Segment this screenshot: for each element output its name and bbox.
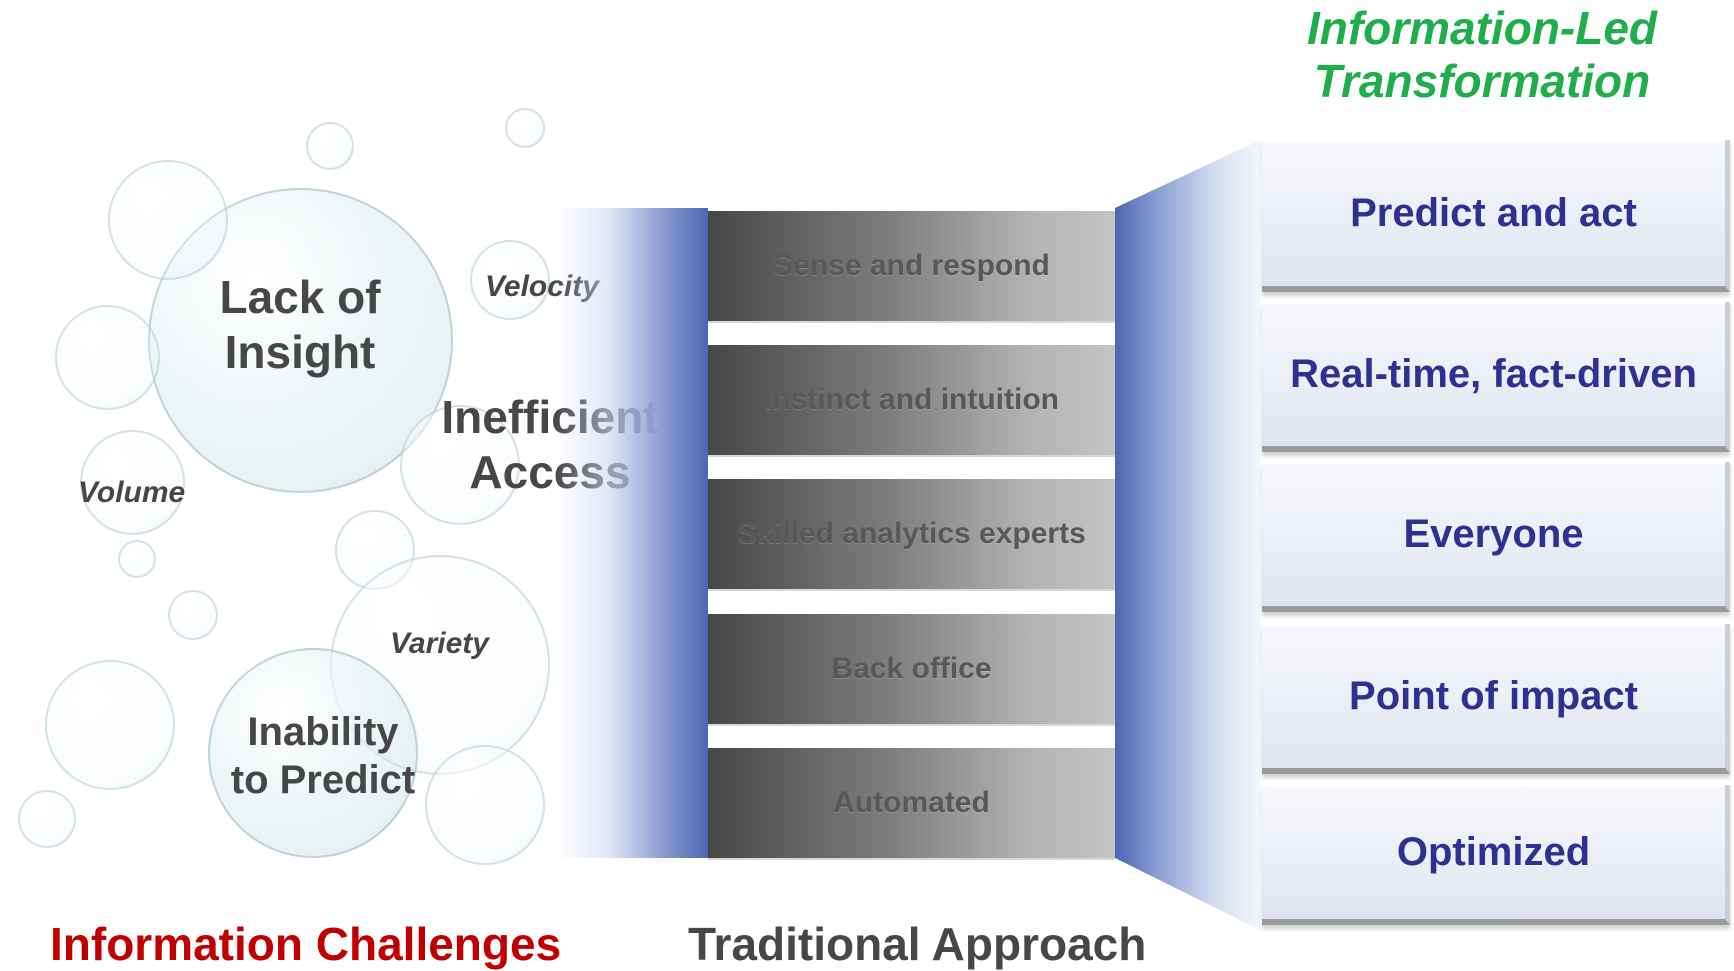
transformation-item: Predict and act	[1262, 140, 1730, 292]
bubble-small	[470, 240, 550, 320]
bubble-inability	[208, 648, 418, 858]
transformation-title-line2: Transformation	[1313, 54, 1651, 107]
lack-of-insight-line1: Lack of	[219, 271, 381, 323]
volume-label: Volume	[78, 476, 186, 509]
traditional-approach-title: Traditional Approach	[688, 918, 1147, 970]
transformation-item-label: Optimized	[1396, 829, 1591, 874]
bubble-volume	[80, 430, 185, 535]
traditional-item-label: Sense and respond	[773, 249, 1050, 282]
transformation-title-line1: Information-Led	[1306, 2, 1658, 54]
traditional-item-label: Back office	[831, 652, 992, 685]
transformation-item: Everyone	[1262, 462, 1730, 612]
transformation-item-label: Everyone	[1403, 511, 1584, 556]
traditional-item: Back office	[708, 614, 1115, 724]
traditional-item: Instinct and intuition	[708, 345, 1115, 455]
transformation-item-label: Point of impact	[1349, 673, 1638, 718]
funnel-left-wall	[555, 208, 708, 858]
traditional-item-label: Instinct and intuition	[764, 383, 1059, 416]
transformation-item: Point of impact	[1262, 624, 1730, 774]
transformation-title: Information-Led Transformation	[1262, 2, 1702, 108]
lack-of-insight-line2: Insight	[224, 326, 376, 379]
bubble-small	[505, 108, 545, 148]
bubble-small	[18, 790, 76, 848]
bubble-small	[306, 122, 354, 170]
traditional-item-label: Skilled analytics experts	[737, 517, 1086, 550]
bubble-small	[425, 745, 545, 865]
inability-line1: Inability	[247, 710, 399, 754]
inability-line2: to Predict	[230, 758, 416, 802]
traditional-item-label: Automated	[833, 786, 990, 819]
bubble-small	[118, 540, 156, 578]
funnel-right-wall	[1115, 140, 1260, 930]
lack-of-insight-label: Lack of Insight	[195, 270, 405, 380]
inability-to-predict-label: Inability to Predict	[203, 708, 443, 804]
transformation-item: Optimized	[1262, 785, 1730, 925]
traditional-item: Sense and respond	[708, 211, 1115, 321]
traditional-item: Skilled analytics experts	[708, 479, 1115, 589]
bubble-small	[55, 305, 160, 410]
variety-label: Variety	[390, 627, 489, 660]
information-challenges-title: Information Challenges	[50, 918, 562, 970]
bubble-small	[400, 405, 520, 525]
bubble-small	[45, 660, 175, 790]
bubble-small	[168, 590, 218, 640]
transformation-item-label: Predict and act	[1350, 190, 1637, 235]
traditional-item: Automated	[708, 748, 1115, 858]
bubble-small	[108, 160, 228, 280]
transformation-item-label: Real-time, fact-driven	[1290, 351, 1697, 396]
transformation-item: Real-time, fact-driven	[1262, 302, 1730, 452]
